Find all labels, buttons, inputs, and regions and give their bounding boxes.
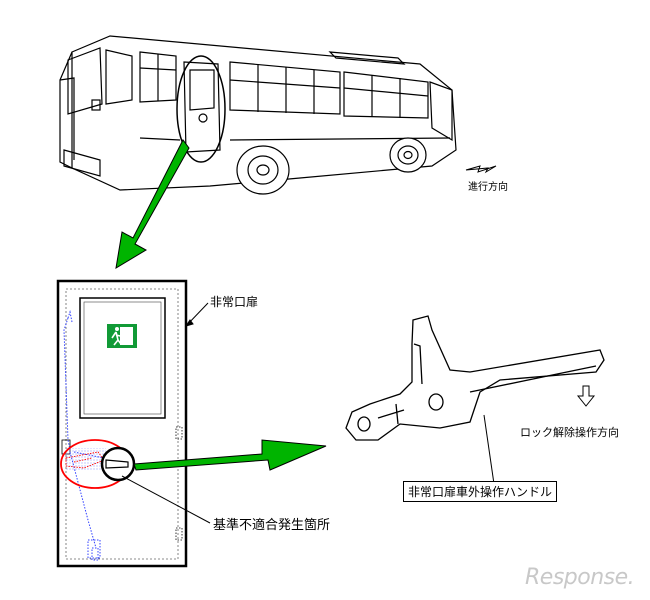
door-handle-circle [100,446,136,482]
outside-handle-label: 非常口扉車外操作ハンドル [403,481,558,502]
emergency-door-label: 非常口扉 [210,295,259,309]
down-arrow-icon [576,385,596,407]
outside-handle-illustration [345,315,605,441]
emergency-door-panel [56,279,188,568]
direction-arrow-icon [465,165,497,174]
unlock-direction-label: ロック解除操作方向 [520,426,619,439]
leader-lines [121,302,495,524]
green-arrow-down [115,139,190,269]
travel-direction-label: 進行方向 [468,182,508,193]
red-handle-mechanism [65,451,105,469]
bus-illustration [59,35,457,195]
response-watermark: Response. [525,565,635,590]
defect-location-label: 基準不適合発生箇所 [213,518,331,533]
green-arrow-right [133,439,327,471]
emergency-exit-sign-icon [107,324,137,348]
